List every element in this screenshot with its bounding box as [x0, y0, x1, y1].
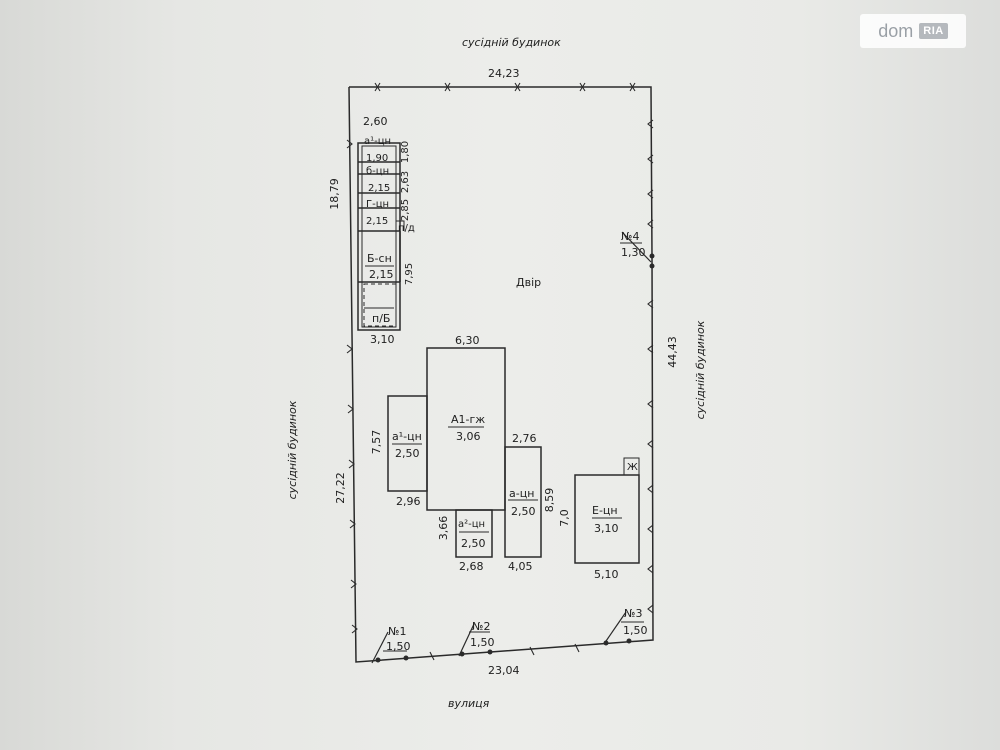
ob-g-value: 2,15: [366, 216, 388, 227]
building-E-marker: Ж: [627, 462, 638, 473]
ob-a1-label: а¹-цн: [364, 136, 391, 147]
ob-width-top: 2,60: [363, 115, 388, 128]
dim-left-upper: 18,79: [328, 178, 341, 210]
watermark-ria: RIA: [919, 23, 948, 39]
house-a1-label: а¹-цн: [392, 430, 422, 443]
ob-B-dim: 7,95: [404, 263, 415, 285]
gate-1-mark: [371, 631, 389, 664]
ob-a1-value: 1,90: [366, 153, 388, 164]
house-a1-width: 2,96: [396, 495, 421, 508]
gate-2-number: №2: [472, 620, 490, 633]
ob-g-dim: 2,85: [400, 199, 411, 221]
ob-a1-dim: 1,80: [400, 141, 411, 163]
house-a1-height: 7,57: [370, 430, 383, 455]
ob-B-value: 2,15: [369, 268, 394, 281]
house-a-height: 8,59: [543, 488, 556, 513]
building-E-value: 3,10: [594, 522, 619, 535]
neighbor-left-label: сусідній будинок: [286, 400, 299, 499]
house-A1: [426, 347, 506, 511]
neighbor-top-label: сусідній будинок: [462, 36, 561, 49]
dom-ria-watermark: dom RIA: [860, 14, 966, 48]
ob-width-bottom: 3,10: [370, 333, 395, 346]
watermark-dom: dom: [878, 20, 914, 41]
gate-4-number: №4: [621, 230, 639, 243]
house-a-width-bottom: 4,05: [508, 560, 533, 573]
gate-3-mark: [603, 611, 627, 645]
building-E: [574, 474, 640, 564]
extension-a1: [387, 395, 428, 492]
gate-1-value: 1,50: [386, 640, 411, 653]
extension-a: [504, 446, 542, 558]
ob-pd-label: п/д: [398, 223, 415, 234]
gate-3-number: №3: [624, 607, 642, 620]
house-a2-label: а²-цн: [458, 519, 485, 530]
gate-1-number: №1: [388, 625, 406, 638]
gate-2-value: 1,50: [470, 636, 495, 649]
house-a2-value: 2,50: [461, 537, 486, 550]
house-a-width-top: 2,76: [512, 432, 537, 445]
ob-pB-label: п/Б: [372, 312, 390, 325]
dim-bottom: 23,04: [488, 664, 520, 677]
outbuilding-strip-inner: [361, 145, 397, 328]
extension-a2: [455, 509, 493, 558]
marker-zh-box: [623, 457, 640, 476]
house-a-value: 2,50: [511, 505, 536, 518]
house-a2-width: 2,68: [459, 560, 484, 573]
yard-label: Двір: [516, 276, 541, 289]
ob-b-label: б-цн: [366, 166, 389, 177]
house-a1-value: 2,50: [395, 447, 420, 460]
ob-b-value: 2,15: [368, 183, 390, 194]
gate-2-mark: [458, 623, 475, 657]
building-E-height: 7,0: [558, 509, 571, 527]
dim-top: 24,23: [488, 67, 520, 80]
house-a-label: а-цн: [509, 487, 534, 500]
house-A1-label: А1-гж: [451, 413, 485, 426]
gate-4-mark: [621, 231, 652, 263]
gate-3-value: 1,50: [623, 624, 648, 637]
street-label: вулиця: [448, 697, 490, 710]
ob-b-dim: 2,63: [400, 171, 411, 193]
gate-4-value: 1,30: [621, 246, 646, 259]
dim-left-lower: 27,22: [334, 472, 347, 504]
house-a2-height: 3,66: [437, 516, 450, 541]
building-E-label: Е-цн: [592, 504, 618, 517]
house-A1-width: 6,30: [455, 334, 480, 347]
dim-right: 44,43: [666, 336, 679, 368]
ob-g-label: Г-цн: [366, 199, 389, 210]
house-A1-value: 3,06: [456, 430, 481, 443]
ob-B-label: Б-сн: [367, 252, 392, 265]
building-E-width: 5,10: [594, 568, 619, 581]
neighbor-right-label: сусідній будинок: [694, 320, 707, 419]
